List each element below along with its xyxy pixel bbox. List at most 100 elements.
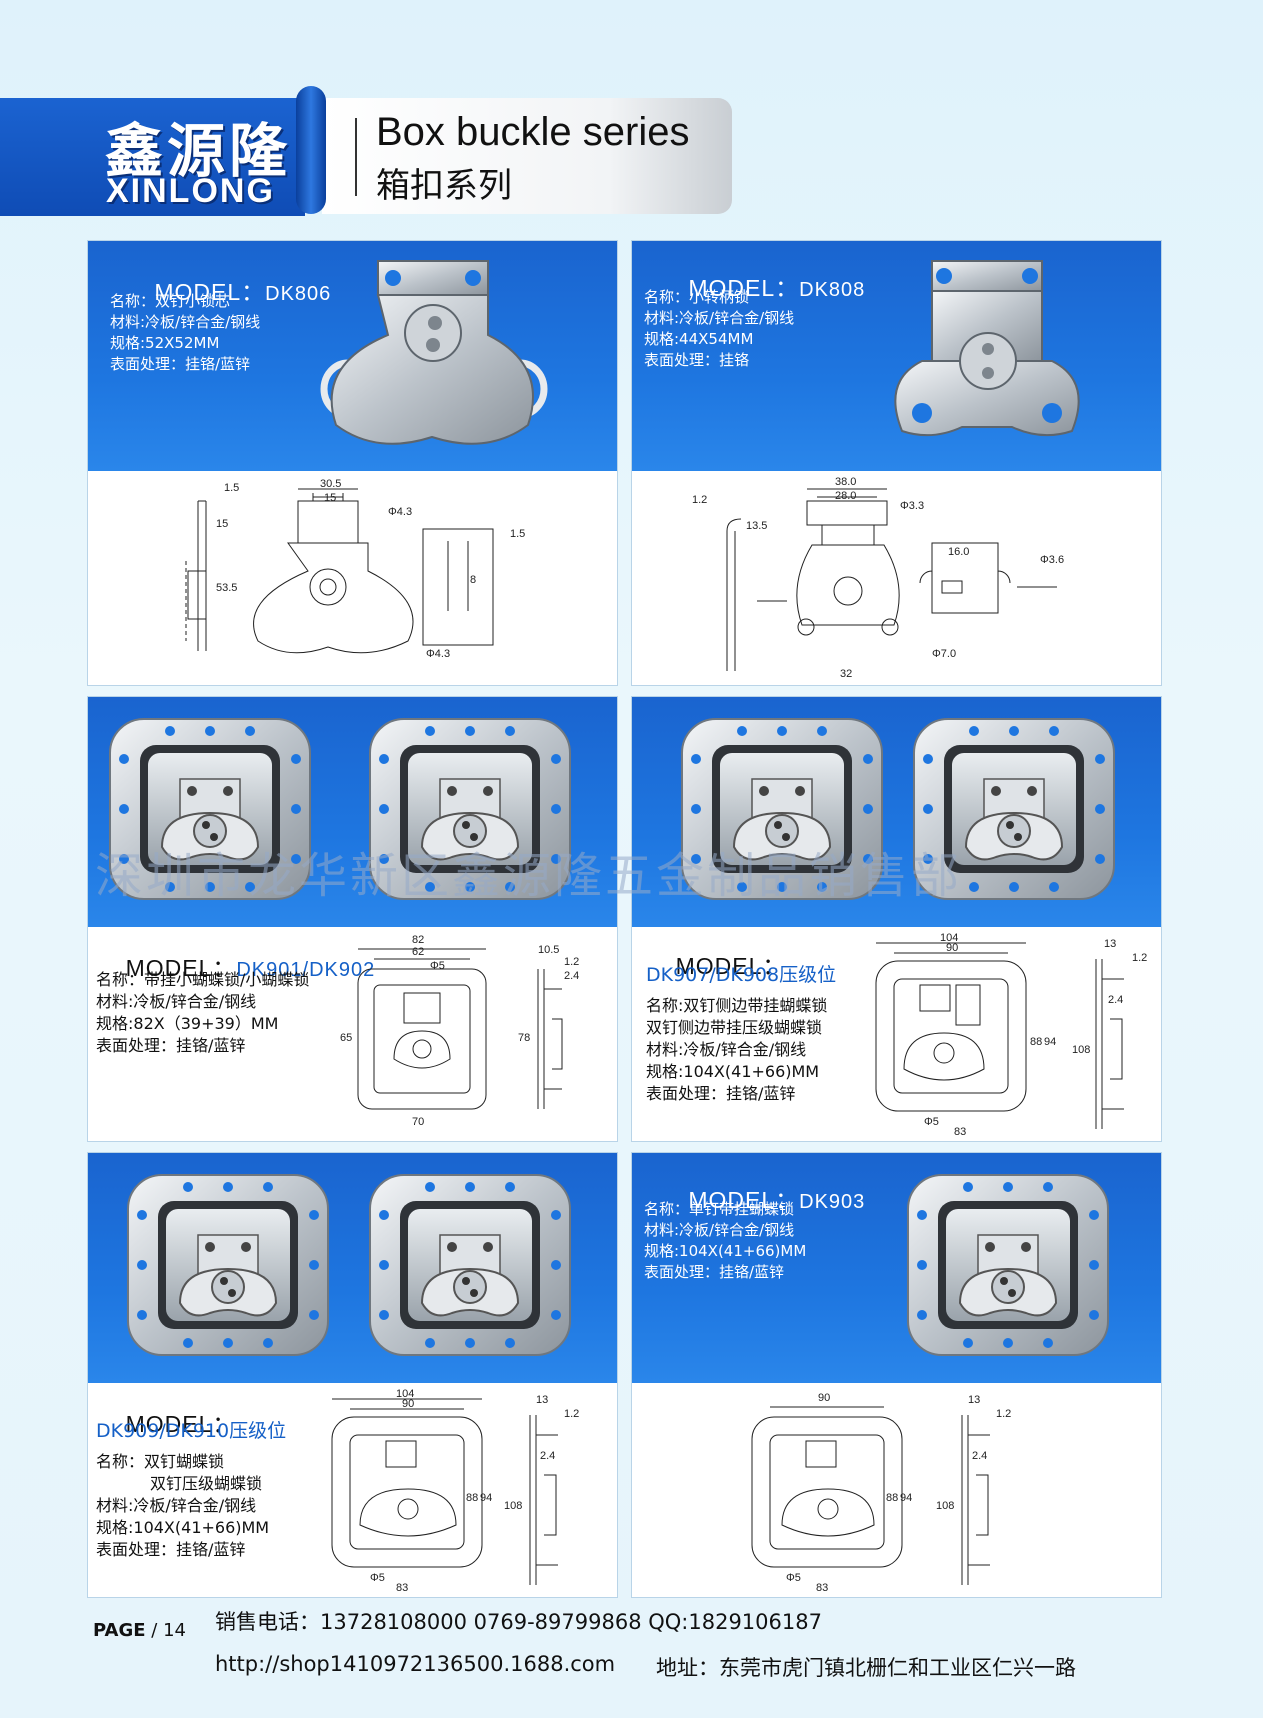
spec-size: 规格:104X(41+66)MM <box>644 1242 807 1260</box>
model-label: MODEL： <box>125 1411 237 1437</box>
model-line: MODEL： <box>646 935 786 998</box>
product-panel-dk806: MODEL：DK806 名称：双钉小锁芯 材料:冷板/锌合金/钢线 规格:52X… <box>87 240 618 686</box>
model-line: MODEL：DK901/DK902 <box>96 937 375 1002</box>
dim-label: Φ5 <box>786 1572 801 1584</box>
dim-label: Φ4.3 <box>388 506 412 518</box>
shop-url[interactable]: http://shop1410972136500.1688.com <box>215 1652 616 1676</box>
spec-name: 名称：带挂小蝴蝶锁/小蝴蝶锁 <box>96 970 310 989</box>
model-label: MODEL： <box>125 955 237 981</box>
dim-label: 2.4 <box>972 1450 987 1462</box>
dim-label: 108 <box>504 1500 522 1512</box>
dim-label: 28.0 <box>835 490 856 502</box>
spec-finish: 表面处理：挂铬/蓝锌 <box>644 1263 785 1281</box>
spec-finish: 表面处理：挂铬/蓝锌 <box>96 1036 246 1055</box>
watermark: 深圳市龙华新区鑫源隆五金制品销售部 <box>95 848 963 904</box>
dim-label: Φ5 <box>924 1116 939 1128</box>
model-code: DK909/DK910压级位 <box>96 1420 287 1442</box>
dim-label: 62 <box>412 946 424 958</box>
header-cap <box>296 86 326 214</box>
dim-label: 53.5 <box>216 582 237 594</box>
dim-label: 2.4 <box>564 970 579 982</box>
page-num: 14 <box>163 1620 186 1641</box>
photo-area <box>88 1153 617 1383</box>
photo-area <box>88 697 617 927</box>
model-label: MODEL： <box>154 279 266 305</box>
dim-label: 15 <box>324 492 336 504</box>
address: 地址：东莞市虎门镇北栅仁和工业区仁兴一路 <box>656 1656 1076 1680</box>
technical-drawing: 104 90 88 94 Φ5 83 13 1.2 2.4 108 <box>864 929 1161 1141</box>
latch-photo <box>127 1174 571 1356</box>
spec-finish: 表面处理：挂铬/蓝锌 <box>646 1084 796 1103</box>
dim-label: 78 <box>518 1032 530 1044</box>
sales-phone: 销售电话：13728108000 0769-89799868 QQ:182910… <box>215 1610 822 1634</box>
dim-label: 108 <box>1072 1044 1090 1056</box>
dim-label: 1.5 <box>510 528 525 540</box>
spec-material: 材料:冷板/锌合金/钢线 <box>646 1040 807 1059</box>
logo-english: XINLONG <box>106 172 275 210</box>
dim-label: 82 <box>412 934 424 946</box>
dim-label: 94 <box>480 1492 492 1504</box>
spec-name: 名称:双钉侧边带挂蝴蝶锁 <box>646 996 828 1015</box>
model-code: DK806 <box>265 283 332 305</box>
spec-name: 名称：双钉蝴蝶锁 <box>96 1452 225 1471</box>
dim-label: 108 <box>936 1500 954 1512</box>
spec-name: 名称：小转柄锁 <box>644 288 750 306</box>
technical-drawing: 1.2 13.5 38.0 28.0 Φ3.3 16.0 Φ3.6 Φ7.0 3… <box>632 471 1161 685</box>
dim-label: 1.5 <box>224 482 239 494</box>
dim-label: 1.2 <box>996 1408 1011 1420</box>
dim-label: 30.5 <box>320 478 341 490</box>
dim-label: 1.2 <box>564 1408 579 1420</box>
dim-label: Φ5 <box>370 1572 385 1584</box>
logo-chinese: 鑫源隆 <box>105 117 292 185</box>
dim-label: 2.4 <box>1108 994 1123 1006</box>
dim-label: 88 <box>466 1492 478 1504</box>
page-subtitle: 箱扣系列 <box>376 166 512 206</box>
latch-photo <box>320 260 548 445</box>
model-code: DK808 <box>799 279 866 301</box>
header-separator <box>355 118 357 196</box>
spec-finish: 表面处理：挂铬/蓝锌 <box>110 355 251 373</box>
spec-material: 材料:冷板/锌合金/钢线 <box>96 992 257 1011</box>
header-blue-band <box>0 98 305 216</box>
dim-label: 70 <box>412 1116 424 1128</box>
product-panel-dk907: MODEL： DK907/DK908压级位 名称:双钉侧边带挂蝴蝶锁 双钉侧边带… <box>631 696 1162 1142</box>
spec-size: 规格:52X52MM <box>110 334 220 352</box>
technical-drawing: 1.5 15 53.5 30.5 15 Φ4.3 1.5 8 Φ4.3 <box>88 471 617 685</box>
spec-material: 材料:冷板/锌合金/钢线 <box>644 1221 795 1239</box>
model-label: MODEL： <box>675 953 787 979</box>
dim-label: 15 <box>216 518 228 530</box>
page-separator: / <box>151 1620 158 1641</box>
model-code: DK901/DK902 <box>236 959 376 981</box>
spec-name: 名称：单钉带挂蝴蝶锁 <box>644 1200 795 1218</box>
dim-label: 13 <box>968 1394 980 1406</box>
dim-label: 88 <box>886 1492 898 1504</box>
photo-area <box>632 697 1161 927</box>
dim-label: 90 <box>818 1392 830 1404</box>
dim-label: 90 <box>946 942 958 954</box>
spec-size: 规格:104X(41+66)MM <box>96 1518 270 1537</box>
header-gray-band <box>322 98 732 214</box>
spec-name-2: 双钉侧边带挂压级蝴蝶锁 <box>646 1018 823 1037</box>
model-line: MODEL：DK806 <box>110 261 331 326</box>
technical-drawing: 104 90 88 94 Φ5 83 13 1.2 2.4 108 <box>320 1385 617 1597</box>
photo-area: MODEL：DK806 名称：双钉小锁芯 材料:冷板/锌合金/钢线 规格:52X… <box>88 241 617 471</box>
spec-material: 材料:冷板/锌合金/钢线 <box>110 313 261 331</box>
dim-label: 83 <box>816 1582 828 1594</box>
spec-name-2: 双钉压级蝴蝶锁 <box>150 1474 263 1493</box>
dim-label: 88 <box>1030 1036 1042 1048</box>
dim-label: Φ3.3 <box>900 500 924 512</box>
spec-size: 规格:82X（39+39）MM <box>96 1014 279 1033</box>
dim-label: 38.0 <box>835 476 856 488</box>
spec-finish: 表面处理：挂铬 <box>644 351 750 369</box>
photo-area: MODEL：DK903 名称：单钉带挂蝴蝶锁 材料:冷板/锌合金/钢线 规格:1… <box>632 1153 1161 1383</box>
page-title: Box buckle series <box>376 110 690 154</box>
spec-material: 材料:冷板/锌合金/钢线 <box>96 1496 257 1515</box>
latch-photo <box>894 260 1080 437</box>
photo-area: MODEL：DK808 名称：小转柄锁 材料:冷板/锌合金/钢线 规格:44X5… <box>632 241 1161 471</box>
dim-label: 83 <box>954 1126 966 1138</box>
dim-label: Φ5 <box>430 960 445 972</box>
dim-label: 13.5 <box>746 520 767 532</box>
dim-label: Φ4.3 <box>426 648 450 660</box>
model-label: MODEL： <box>688 275 800 301</box>
dim-label: 83 <box>396 1582 408 1594</box>
